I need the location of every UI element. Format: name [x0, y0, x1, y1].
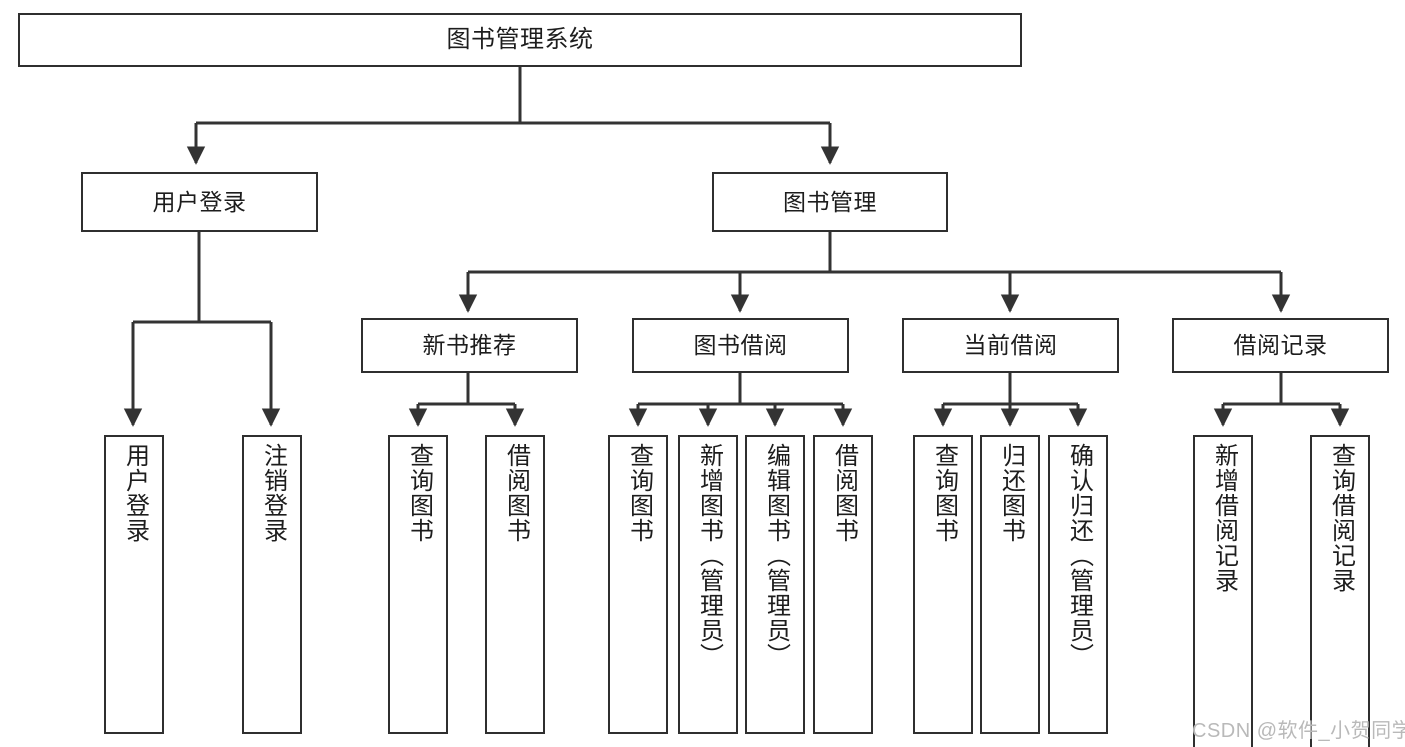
node-borrow-record[interactable]: 借阅记录 — [1172, 318, 1389, 373]
node-root-label: 图书管理系统 — [446, 26, 594, 53]
node-leaf-return-book-label: 归还图书 — [997, 443, 1025, 543]
node-leaf-query-book-1-label: 查询图书 — [405, 443, 433, 543]
node-leaf-query-book-2-label: 查询图书 — [625, 443, 653, 543]
node-leaf-borrow-book-1[interactable]: 借阅图书 — [485, 435, 545, 734]
node-user-login[interactable]: 用户登录 — [81, 172, 318, 232]
node-leaf-borrow-book-2-label: 借阅图书 — [830, 443, 858, 543]
node-leaf-logout-login-label: 注销登录 — [259, 443, 287, 543]
node-leaf-return-book[interactable]: 归还图书 — [980, 435, 1040, 734]
node-leaf-query-book-2[interactable]: 查询图书 — [608, 435, 668, 734]
node-leaf-add-borrow-record[interactable]: 新增借阅记录 — [1193, 435, 1253, 747]
node-leaf-confirm-return-label: 确认归还（管理员） — [1065, 443, 1093, 668]
node-leaf-confirm-return[interactable]: 确认归还（管理员） — [1048, 435, 1108, 734]
node-book-management-label: 图书管理 — [783, 188, 877, 215]
node-leaf-add-book[interactable]: 新增图书（管理员） — [678, 435, 738, 734]
node-book-management[interactable]: 图书管理 — [712, 172, 948, 232]
node-leaf-query-book-3-label: 查询图书 — [930, 443, 958, 543]
node-leaf-borrow-book-2[interactable]: 借阅图书 — [813, 435, 873, 734]
node-borrow-record-label: 借阅记录 — [1233, 332, 1328, 358]
node-leaf-query-borrow-record[interactable]: 查询借阅记录 — [1310, 435, 1370, 747]
node-leaf-user-login[interactable]: 用户登录 — [104, 435, 164, 734]
node-leaf-edit-book[interactable]: 编辑图书（管理员） — [745, 435, 805, 734]
node-leaf-query-borrow-record-label: 查询借阅记录 — [1327, 443, 1355, 593]
node-leaf-add-borrow-record-label: 新增借阅记录 — [1210, 443, 1238, 593]
node-current-borrow-label: 当前借阅 — [963, 332, 1058, 358]
node-book-borrow[interactable]: 图书借阅 — [632, 318, 849, 373]
node-user-login-label: 用户登录 — [152, 188, 247, 215]
node-current-borrow[interactable]: 当前借阅 — [902, 318, 1119, 373]
node-new-book-recommend-label: 新书推荐 — [422, 332, 517, 358]
node-book-borrow-label: 图书借阅 — [693, 332, 788, 358]
node-leaf-user-login-label: 用户登录 — [121, 443, 149, 543]
node-leaf-borrow-book-1-label: 借阅图书 — [502, 443, 530, 543]
node-leaf-query-book-3[interactable]: 查询图书 — [913, 435, 973, 734]
node-leaf-logout-login[interactable]: 注销登录 — [242, 435, 302, 734]
node-new-book-recommend[interactable]: 新书推荐 — [361, 318, 578, 373]
node-leaf-query-book-1[interactable]: 查询图书 — [388, 435, 448, 734]
node-leaf-add-book-label: 新增图书（管理员） — [695, 443, 723, 668]
node-leaf-edit-book-label: 编辑图书（管理员） — [762, 443, 790, 668]
node-root[interactable]: 图书管理系统 — [18, 13, 1022, 67]
